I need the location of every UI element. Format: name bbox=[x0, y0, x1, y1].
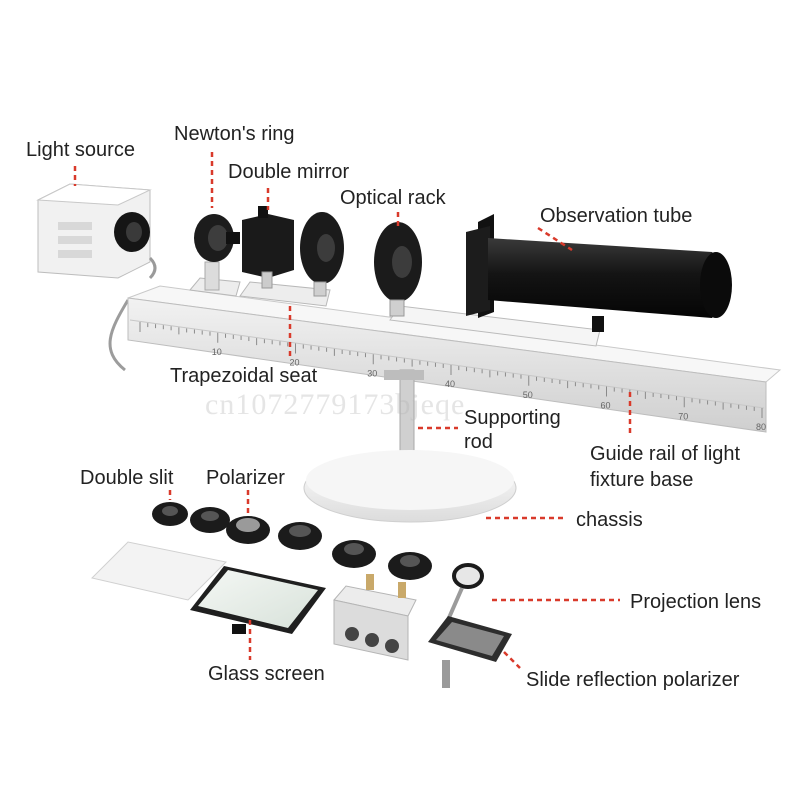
leader-observation-tube bbox=[537, 226, 573, 252]
rail-scale-label: 50 bbox=[523, 390, 533, 400]
leader-lines bbox=[73, 152, 632, 669]
rail-scale-label: 20 bbox=[290, 358, 300, 368]
slide-holder-device bbox=[333, 574, 417, 661]
double-mirror-device bbox=[242, 206, 294, 289]
label-slide-reflection-polarizer: Slide reflection polarizer bbox=[526, 669, 740, 691]
newtons-ring-device bbox=[194, 214, 240, 291]
projection-lens-device bbox=[446, 563, 484, 621]
label-observation-tube: Observation tube bbox=[540, 205, 693, 227]
label-trapezoidal-seat: Trapezoidal seat bbox=[170, 365, 318, 387]
label-glass-screen: Glass screen bbox=[208, 663, 325, 685]
label-supporting-rod-1: Supporting bbox=[464, 407, 561, 429]
optical-rack-2-device bbox=[374, 222, 422, 317]
label-projection-lens: Projection lens bbox=[630, 591, 762, 613]
glass-screen-device bbox=[190, 566, 326, 634]
rail-scale-label: 60 bbox=[601, 401, 611, 411]
label-guide-rail-1: Guide rail of light bbox=[590, 443, 741, 465]
label-guide-rail-2: fixture base bbox=[590, 469, 694, 491]
label-optical-rack: Optical rack bbox=[340, 187, 446, 209]
rail-scale-label: 10 bbox=[212, 347, 222, 357]
rail-scale-label: 80 bbox=[756, 422, 766, 432]
label-double-slit: Double slit bbox=[80, 467, 174, 489]
label-double-mirror: Double mirror bbox=[228, 161, 350, 183]
rail-scale-label: 40 bbox=[445, 379, 455, 389]
rail-scale-label: 30 bbox=[367, 368, 377, 378]
watermark: cn1072779173bjeqe bbox=[205, 388, 466, 421]
light-source-device bbox=[36, 183, 157, 280]
label-light-source: Light source bbox=[26, 139, 135, 161]
power-cable bbox=[108, 299, 130, 372]
label-chassis: chassis bbox=[576, 509, 643, 531]
label-polarizer: Polarizer bbox=[206, 467, 285, 489]
observation-tube-device bbox=[466, 214, 732, 332]
rail-scale-label: 70 bbox=[678, 411, 688, 421]
label-supporting-rod-2: rod bbox=[464, 431, 493, 453]
white-plate bbox=[91, 541, 228, 601]
optical-rack-1-device bbox=[300, 212, 344, 297]
leader-slide-reflection-polarizer bbox=[503, 651, 521, 669]
chassis-device bbox=[303, 450, 517, 523]
slide-reflection-polarizer-device bbox=[428, 616, 512, 688]
label-newtons-ring: Newton's ring bbox=[174, 123, 295, 145]
accessory-discs bbox=[152, 502, 432, 580]
